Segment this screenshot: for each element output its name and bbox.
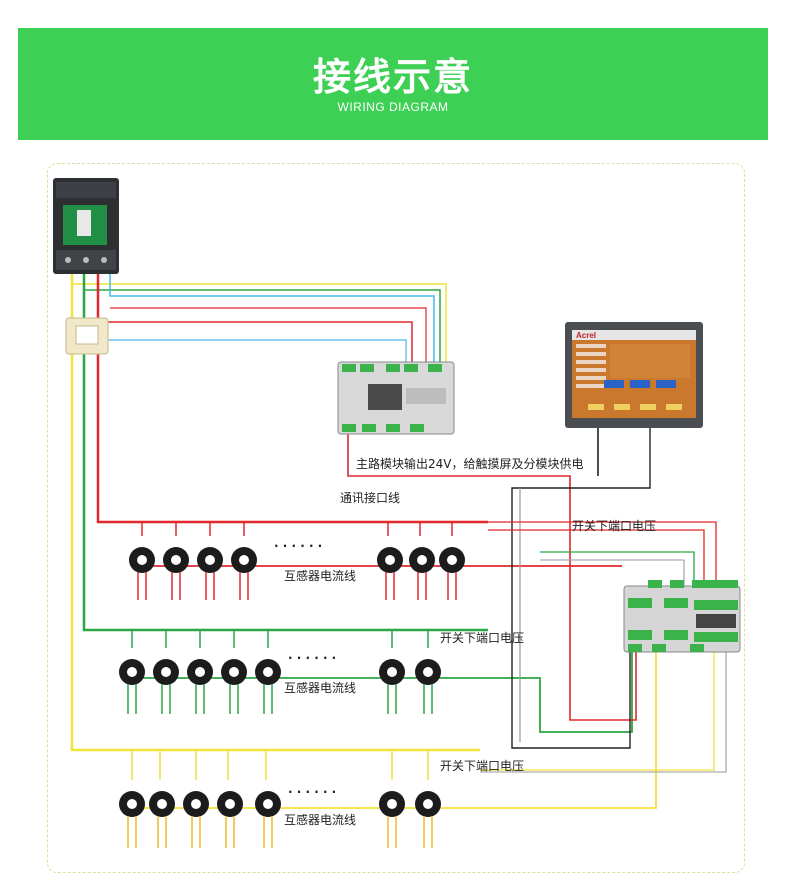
yellow-wire-top [72, 283, 447, 362]
current-transformer-icon [119, 791, 145, 848]
current-transformer-icon [379, 791, 405, 848]
circuit-breaker-icon [53, 178, 119, 274]
green-wire-top [84, 289, 441, 362]
comm-black [511, 428, 651, 749]
current-transformer-icon [119, 659, 145, 714]
current-transformer-icon [221, 659, 247, 714]
volt-gray-2 [480, 652, 727, 773]
current-transformer-icon [255, 659, 281, 714]
ellipsis-3: · · · · · · [288, 785, 336, 799]
sub-meter-module-icon [623, 580, 741, 653]
ct-line-label-3: 互感器电流线 [284, 812, 356, 827]
green-wire [82, 272, 488, 632]
main-meter-module-icon [337, 361, 455, 435]
ct-row-green [119, 659, 441, 714]
ct-row-red [129, 547, 465, 600]
diagram-frame [47, 163, 745, 873]
blue-wire [109, 272, 435, 362]
ct-line-label-1: 互感器电流线 [284, 568, 356, 583]
red-wire-top-2 [110, 307, 427, 362]
current-transformer-icon [217, 791, 243, 848]
current-transformer-icon [415, 791, 441, 848]
voltage-label-3: 开关下端口电压 [440, 759, 524, 773]
current-transformer-icon [377, 547, 403, 600]
voltage-label-2: 开关下端口电压 [440, 631, 524, 645]
yellow-drops [131, 750, 429, 780]
current-transformer-icon [255, 791, 281, 848]
volt-gray [540, 559, 685, 586]
current-transformer-icon [379, 659, 405, 714]
volt-red-2 [488, 521, 717, 586]
supply-red [347, 434, 637, 721]
current-transformer-icon [149, 791, 175, 848]
ellipsis-2: · · · · · · [288, 651, 336, 665]
screen-brand: Acrel [576, 331, 596, 340]
volt-red-1 [488, 529, 705, 586]
red-wire-top [98, 321, 413, 362]
current-transformer-icon [197, 547, 223, 600]
supply-label: 主路模块输出24V，给触摸屏及分模块供电 [356, 456, 583, 471]
ct-line-label-2: 互感器电流线 [284, 680, 356, 695]
header-banner: 接线示意 WIRING DIAGRAM [18, 28, 768, 140]
comm-label: 通讯接口线 [340, 490, 400, 505]
current-transformer-icon [187, 659, 213, 714]
green-drops [131, 630, 429, 648]
current-transformer-icon [415, 659, 441, 714]
current-transformer-icon [153, 659, 179, 714]
current-transformer-icon [231, 547, 257, 600]
yellow-wire [70, 272, 480, 752]
yellow-ct-line [128, 652, 657, 809]
red-drops [141, 522, 453, 536]
page-title: 接线示意 [312, 55, 473, 99]
residual-ct-icon [65, 317, 109, 355]
touch-screen-icon: Acrel [565, 322, 703, 428]
volt-yellow [480, 652, 715, 771]
blue-wire-2 [86, 339, 407, 362]
current-transformer-icon [163, 547, 189, 600]
red-wire [96, 272, 488, 524]
current-transformer-icon [439, 547, 465, 600]
ct-row-yellow [119, 791, 441, 848]
current-transformer-icon [129, 547, 155, 600]
volt-green [540, 551, 695, 586]
current-transformer-icon [183, 791, 209, 848]
page-subtitle: WIRING DIAGRAM [337, 100, 449, 114]
voltage-label-1: 开关下端口电压 [572, 519, 656, 533]
ellipsis-1: · · · · · · [274, 539, 322, 553]
current-transformer-icon [409, 547, 435, 600]
